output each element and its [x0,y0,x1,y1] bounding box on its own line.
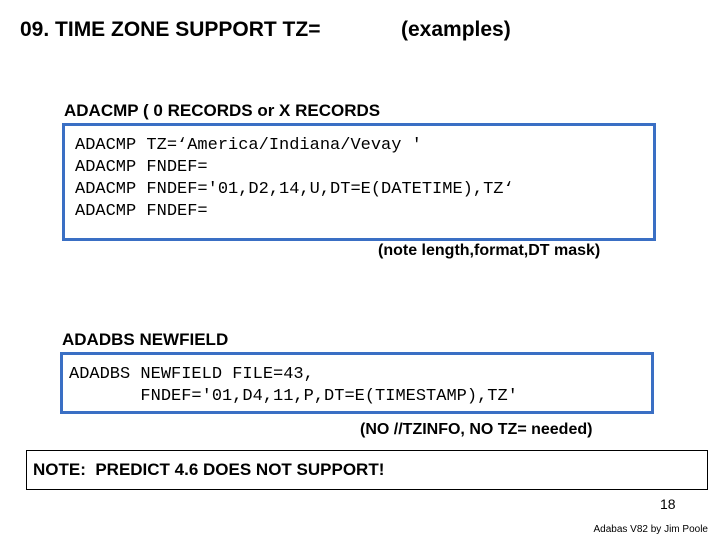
adacmp-code-box: ADACMP TZ=‘America/Indiana/Vevay ' ADACM… [62,123,656,241]
footer-credit: Adabas V82 by Jim Poole [593,524,708,535]
code-line: ADACMP FNDEF= [75,202,208,221]
predict-warning-text: NOTE: PREDICT 4.6 DOES NOT SUPPORT! [33,460,385,479]
code-line: ADACMP FNDEF='01,D2,14,U,DT=E(DATETIME),… [75,180,514,199]
slide-title: 09. TIME ZONE SUPPORT TZ= [20,18,321,41]
adadbs-heading: ADADBS NEWFIELD [62,330,229,349]
predict-warning-box: NOTE: PREDICT 4.6 DOES NOT SUPPORT! [26,450,708,490]
adacmp-note: (note length,format,DT mask) [378,242,601,259]
adadbs-code-box: ADADBS NEWFIELD FILE=43, FNDEF='01,D4,11… [60,352,654,414]
adacmp-heading: ADACMP ( 0 RECORDS or X RECORDS [64,101,381,120]
code-line: ADADBS NEWFIELD FILE=43, [69,365,314,384]
code-line: ADACMP TZ=‘America/Indiana/Vevay ' [75,136,422,155]
slide-title-suffix: (examples) [401,18,511,41]
code-line: ADACMP FNDEF= [75,158,208,177]
adadbs-note: (NO //TZINFO, NO TZ= needed) [360,421,593,438]
page-number: 18 [660,496,676,512]
code-line: FNDEF='01,D4,11,P,DT=E(TIMESTAMP),TZ' [69,387,518,406]
